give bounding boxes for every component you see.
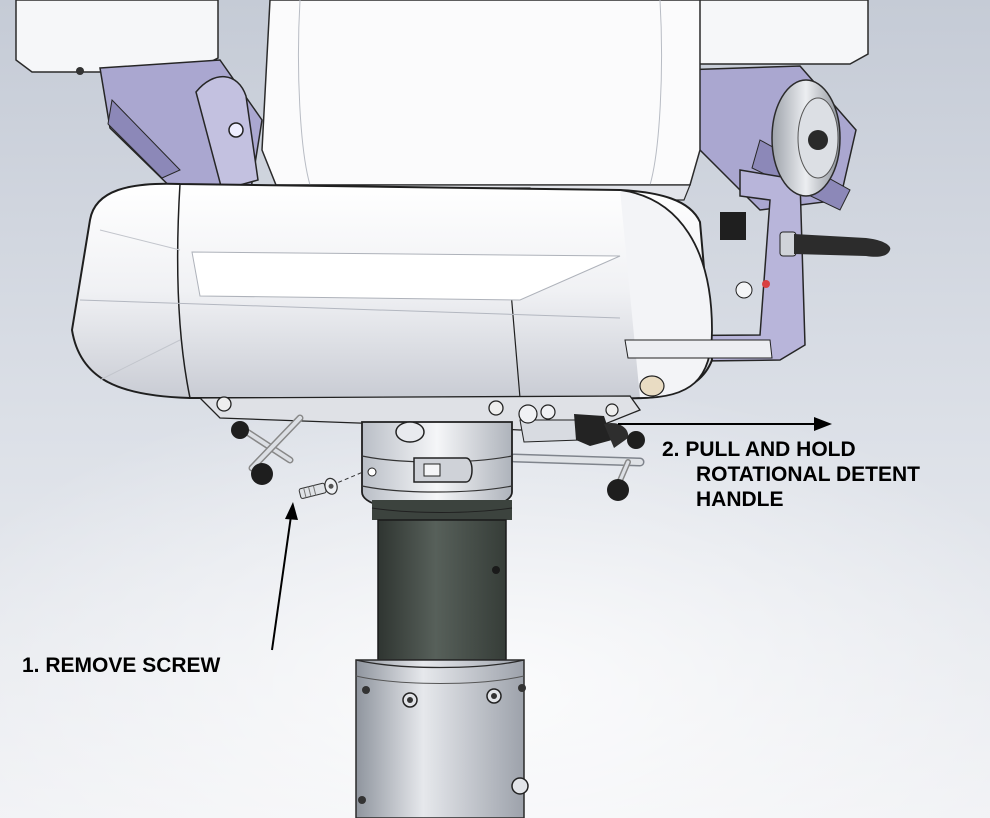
callout-step2-line1: 2. PULL AND HOLD — [662, 438, 856, 461]
left-ball-handles — [231, 414, 304, 485]
screw — [298, 471, 363, 499]
callout-step1-label: 1. REMOVE SCREW — [22, 654, 221, 677]
callout-step2-line2: ROTATIONAL DETENT — [696, 463, 920, 486]
rotating-hub — [361, 421, 513, 513]
callout-pull-hold-detent: 2. PULL AND HOLD ROTATIONAL DETENT HANDL… — [662, 437, 920, 512]
rotational-detent-handle — [518, 404, 629, 448]
pull-direction-arrow — [618, 417, 832, 431]
side-knob — [771, 79, 841, 197]
support-column — [371, 500, 513, 661]
side-lever-handle — [720, 212, 891, 257]
lower-pole — [355, 659, 529, 818]
right-ball-handle — [509, 431, 645, 501]
callout-step2-line3: HANDLE — [696, 488, 784, 511]
remove-screw-arrow — [271, 502, 298, 651]
callout-remove-screw: 1. REMOVE SCREW — [22, 653, 220, 678]
main-housing — [70, 182, 773, 400]
